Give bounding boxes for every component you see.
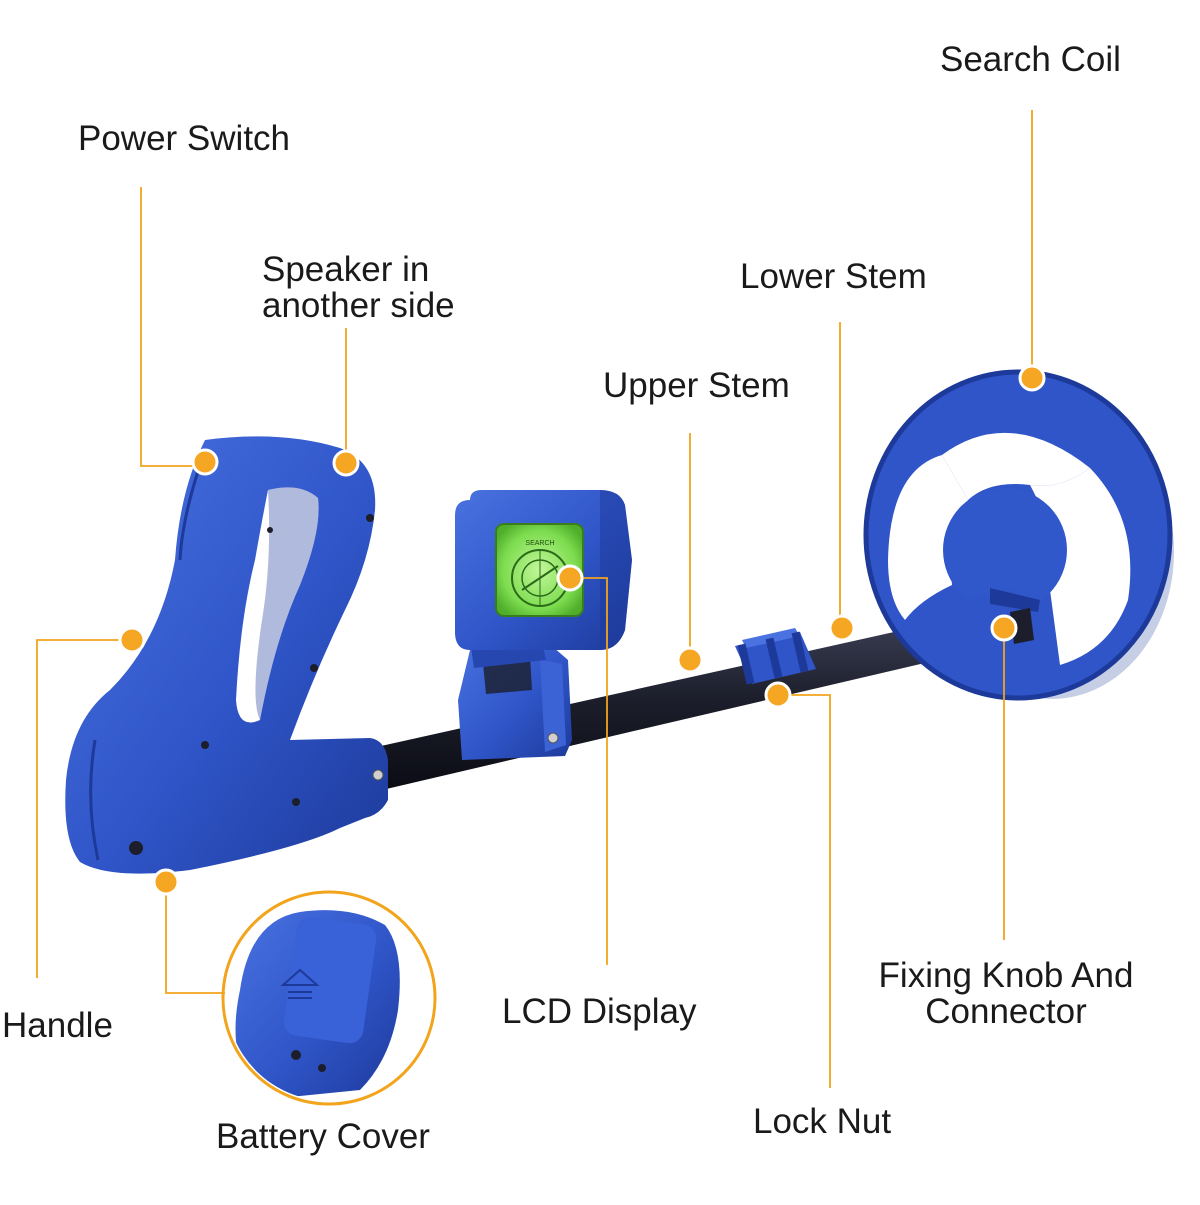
label-speaker-line1: Speaker in — [262, 250, 430, 289]
dot-search-coil — [1018, 364, 1046, 392]
lock-nut — [735, 628, 816, 685]
leader-battery-cover — [165, 884, 225, 994]
dot-speaker — [332, 449, 360, 477]
label-speaker: Speaker in another side — [262, 252, 455, 324]
dot-fixing-knob — [990, 614, 1018, 642]
label-search-coil: Search Coil — [940, 40, 1121, 79]
label-battery-cover: Battery Cover — [216, 1117, 430, 1156]
dot-lower-stem — [828, 614, 856, 642]
label-fixing-line1: Fixing Knob And — [878, 956, 1134, 995]
label-handle: Handle — [2, 1006, 113, 1045]
lcd-head: SEARCH — [455, 490, 632, 760]
callout-dots — [118, 364, 1046, 896]
label-fixing-knob: Fixing Knob And Connector — [868, 958, 1144, 1030]
dot-upper-stem — [676, 646, 704, 674]
label-lcd-display: LCD Display — [502, 992, 697, 1031]
search-coil — [863, 369, 1174, 701]
dot-lcd-display — [556, 564, 584, 592]
handle-body — [65, 436, 388, 874]
leader-power-switch — [140, 187, 205, 467]
label-fixing-line2: Connector — [925, 992, 1087, 1031]
dot-battery-cover — [152, 868, 180, 896]
coil-hole-top — [942, 432, 1090, 500]
dot-handle — [118, 626, 146, 654]
label-upper-stem: Upper Stem — [603, 366, 790, 405]
dot-lock-nut — [764, 681, 792, 709]
label-power-switch: Power Switch — [78, 119, 291, 158]
leader-lock-nut — [778, 694, 831, 1088]
label-speaker-line2: another side — [262, 286, 455, 325]
dot-power-switch — [191, 448, 219, 476]
leader-handle — [36, 639, 130, 978]
label-lower-stem: Lower Stem — [740, 257, 927, 296]
label-lock-nut: Lock Nut — [753, 1102, 892, 1141]
grip-hole — [236, 487, 319, 723]
lcd-mode-text: SEARCH — [525, 540, 554, 547]
battery-cover-inset — [221, 890, 437, 1106]
coil-hole-left — [888, 455, 968, 620]
